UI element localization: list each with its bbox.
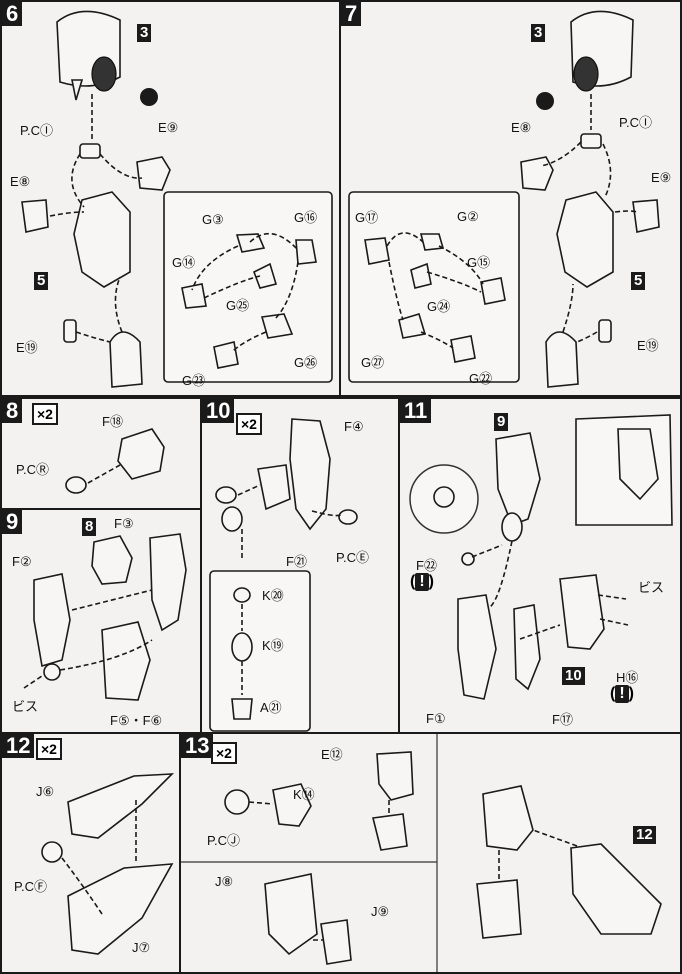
step-6-number: 6 [2, 2, 23, 26]
multiplier-badge: ×2 [211, 742, 237, 764]
step-8-number: 8 [2, 399, 23, 423]
part-box-9: 9 [494, 413, 509, 431]
step-13-panel: 13 ×2 E⑫ K⑭ P.CⒿ J⑧ J⑨ 12 [179, 732, 682, 974]
step-11-drawing [409, 414, 673, 700]
label-e19: E⑲ [16, 340, 38, 355]
label-k14: K⑭ [293, 787, 315, 802]
label-j8: J⑧ [215, 874, 234, 889]
label-g23: G㉓ [182, 373, 206, 388]
multiplier-badge: ×2 [236, 413, 262, 435]
label-f1: F① [426, 711, 446, 726]
step-10-drawing [209, 418, 358, 732]
step-8-drawing [65, 428, 165, 494]
label-h16: H⑯ [616, 670, 639, 685]
label-e8: E⑧ [511, 120, 532, 135]
label-g26: G㉖ [294, 355, 318, 370]
label-e19: E⑲ [637, 338, 659, 353]
label-pc-i: P.CⒾ [20, 123, 53, 138]
step-9-number: 9 [2, 510, 23, 534]
label-g22: G㉒ [469, 371, 493, 386]
label-e9: E⑨ [651, 170, 672, 185]
multiplier-badge: ×2 [36, 738, 62, 760]
label-k20: K⑳ [262, 588, 284, 603]
step-6-panel: 6 [0, 0, 343, 397]
label-g2: G② [457, 209, 479, 224]
step-9-panel: 9 8 F③ F② ビス F⑤・F⑥ [0, 508, 202, 734]
caution-mark-2: ! [615, 685, 629, 703]
step-10-panel: 10 ×2 F④ F㉑ P.CⒺ K⑳ K⑲ A㉑ [200, 397, 400, 734]
step-7-panel: 7 3 [339, 0, 682, 397]
label-g24: G㉔ [427, 299, 451, 314]
step-11-panel: 11 9 F㉒ (!) ビス 10 H⑯ (!) F① F⑰ [398, 397, 682, 734]
step-7-drawing [348, 10, 660, 388]
label-pc-j: P.CⒿ [207, 833, 240, 848]
label-j7: J⑦ [132, 940, 151, 955]
step-13-drawing [181, 734, 662, 972]
label-g27: G㉗ [361, 355, 385, 370]
part-box-5: 5 [34, 272, 49, 290]
part-box-10: 10 [562, 667, 585, 685]
label-j6: J⑥ [36, 784, 55, 799]
label-f18: F⑱ [102, 414, 123, 429]
label-pc-e: P.CⒺ [336, 550, 369, 565]
step-11-number: 11 [400, 399, 432, 423]
part-box-5: 5 [631, 272, 646, 290]
label-pc-i: P.CⒾ [619, 115, 652, 130]
label-a21: A㉑ [260, 700, 282, 715]
part-box-8: 8 [82, 518, 97, 536]
label-screw: ビス [12, 699, 39, 714]
multiplier-badge: ×2 [32, 403, 58, 425]
label-e9: E⑨ [158, 120, 179, 135]
label-g3: G③ [202, 212, 224, 227]
step-12-panel: 12 ×2 J⑥ P.CⒻ J⑦ [0, 732, 181, 974]
label-screw: ビス [638, 580, 665, 595]
label-pc-r: P.CⓇ [16, 462, 49, 477]
label-f21: F㉑ [286, 554, 307, 569]
step-12-number: 12 [2, 734, 35, 758]
step-13-number: 13 [181, 734, 214, 758]
label-g25: G㉕ [226, 298, 250, 313]
label-e12: E⑫ [321, 747, 343, 762]
step-6-drawing [21, 10, 333, 388]
label-f4: F④ [344, 419, 364, 434]
label-j9: J⑨ [371, 904, 390, 919]
label-g14: G⑭ [172, 255, 196, 270]
step-7-number: 7 [341, 2, 362, 26]
label-g16: G⑯ [294, 210, 318, 225]
step-8-panel: 8 ×2 F⑱ P.CⓇ [0, 397, 202, 510]
step-9-drawing [23, 533, 187, 701]
label-e8: E⑧ [10, 174, 31, 189]
step-12-drawing [41, 773, 175, 955]
caution-icon: (!) [410, 573, 434, 591]
label-f17: F⑰ [552, 712, 573, 727]
label-f22: F㉒ [416, 558, 437, 573]
label-pc-f: P.CⒻ [14, 879, 47, 894]
label-f5-f6: F⑤・F⑥ [110, 713, 163, 728]
label-f2: F② [12, 554, 32, 569]
caution-mark: ! [415, 573, 429, 591]
label-g15: G⑮ [467, 255, 491, 270]
label-f3: F③ [114, 516, 134, 531]
black-dot-marker [536, 92, 554, 110]
black-dot-marker [140, 88, 158, 106]
part-box-12: 12 [633, 826, 656, 844]
part-box-3: 3 [137, 24, 152, 42]
part-box-3: 3 [531, 24, 546, 42]
label-g17: G⑰ [355, 210, 379, 225]
label-k19: K⑲ [262, 638, 284, 653]
caution-icon-2: (!) [610, 685, 634, 703]
step-10-number: 10 [202, 399, 235, 423]
